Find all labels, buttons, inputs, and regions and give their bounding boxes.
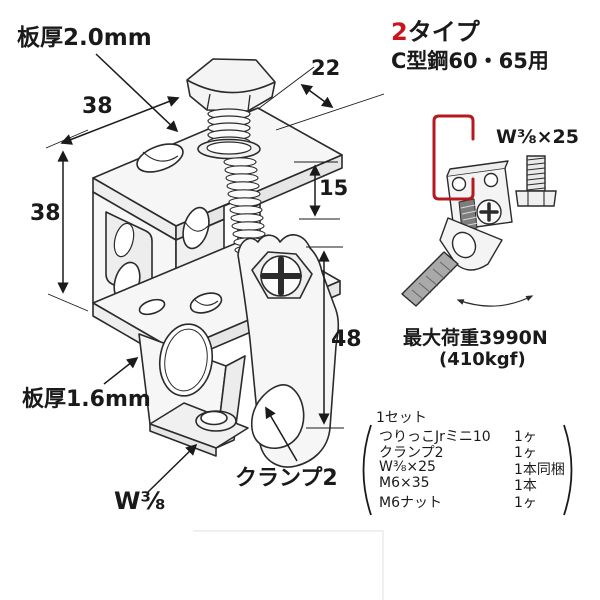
type-suffix: タイプ xyxy=(407,18,480,46)
plate-thickness-top-label: 板厚2.0mm xyxy=(17,25,152,51)
max-load-kgf-label: (410kgf) xyxy=(439,349,526,370)
set-item-row: つりっこJrミニ10 1ヶ xyxy=(379,426,575,445)
leader-plate-bottom xyxy=(103,356,139,385)
set-item-name: M6ナット xyxy=(379,494,442,511)
dim-38-top xyxy=(60,96,180,145)
mini-clamp xyxy=(401,160,513,307)
dim-top-depth-label: 38 xyxy=(82,94,113,119)
swing-arc-arrow xyxy=(456,295,534,307)
set-item-name: W⅜×25 xyxy=(379,458,436,475)
set-item-qty: 1ヶ xyxy=(514,445,537,462)
dim-side-height-label: 38 xyxy=(30,201,61,226)
set-item-name: M6×35 xyxy=(379,475,430,492)
dim-clamp-height-label: 48 xyxy=(331,327,362,352)
dim-22 xyxy=(300,84,334,108)
mini-bolt-label: W⅜×25 xyxy=(496,126,579,148)
set-item-row: M6×35 1本 xyxy=(379,475,575,494)
faint-photo-edge xyxy=(193,530,384,600)
set-item-row: M6ナット 1ヶ xyxy=(379,492,575,511)
type-heading: 2タイプ xyxy=(391,18,480,46)
mini-application-diagram xyxy=(401,114,557,307)
plate-thickness-bottom-label: 板厚1.6mm xyxy=(22,387,151,412)
c-channel-profile xyxy=(432,114,475,201)
max-load-label: 最大荷重3990N xyxy=(403,327,548,349)
phillips-cross-icon xyxy=(260,256,302,296)
mini-phillips-cross-icon xyxy=(479,202,499,222)
main-unit-drawing xyxy=(92,58,343,468)
set-title: 1セット xyxy=(376,410,427,426)
set-item-row: クランプ2 1ヶ xyxy=(379,442,575,462)
set-item-qty: 1本同梱 xyxy=(514,461,565,478)
set-item-name: クランプ2 xyxy=(379,445,444,462)
leader-plate-top xyxy=(95,53,179,133)
leader-clamp2 xyxy=(265,406,298,462)
bolt-threads xyxy=(207,108,251,148)
bolt-size-label: W⅜ xyxy=(114,487,166,515)
set-item-qty: 1ヶ xyxy=(514,429,537,445)
leader-w38 xyxy=(147,443,198,493)
hex-bolt xyxy=(186,58,276,160)
dim-gap-label: 15 xyxy=(319,176,349,200)
set-item-row: W⅜×25 1本同梱 xyxy=(379,458,575,478)
set-item-name: つりっこJrミニ10 xyxy=(379,429,491,445)
clamp-arm xyxy=(237,234,340,468)
teardrop-hole xyxy=(250,384,305,449)
bracket-top-plate xyxy=(92,107,343,241)
set-item-qty: 1ヶ xyxy=(514,494,537,511)
type-number: 2 xyxy=(391,18,408,46)
type-subtitle: C型鋼60・65用 xyxy=(391,49,549,73)
set-list-parentheses xyxy=(362,424,573,516)
set-contents-list: つりっこJrミニ10 1ヶ クランプ2 1ヶ W⅜×25 1本同梱 M6×35 … xyxy=(379,426,575,511)
dimension-lines xyxy=(45,53,385,493)
lower-u-bracket xyxy=(138,323,249,457)
clamp-name-label: クランプ2 xyxy=(235,466,338,491)
set-item-qty: 1本 xyxy=(514,478,537,495)
dim-width-label: 22 xyxy=(311,56,341,80)
mini-bolt xyxy=(515,155,557,207)
